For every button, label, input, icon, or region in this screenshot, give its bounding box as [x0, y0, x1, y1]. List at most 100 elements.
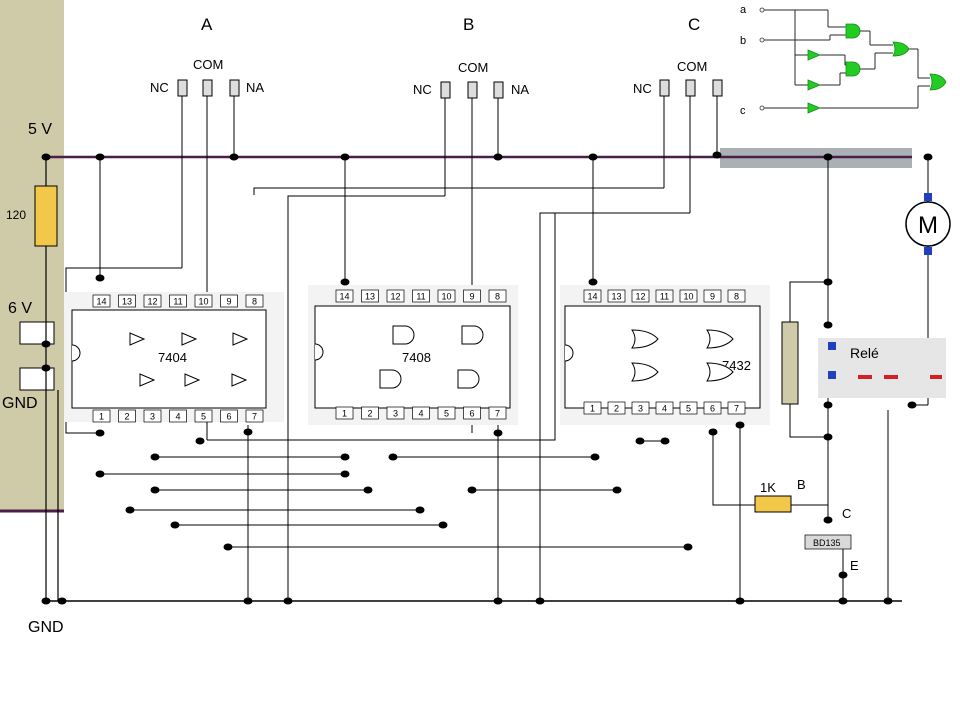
junction-dot [735, 421, 745, 429]
chip-pin-number: 2 [614, 404, 619, 414]
junction-dot [493, 597, 503, 605]
chip-pin [386, 406, 405, 420]
chip-pin [488, 406, 507, 420]
junction-dot [438, 521, 448, 529]
chip-pin [194, 294, 213, 308]
chip-pin-number: 12 [390, 292, 400, 302]
chip-pin-number: 5 [444, 409, 449, 419]
chip-pin-number: 2 [367, 409, 372, 419]
chip-pin [194, 409, 213, 423]
chip-pin [631, 289, 650, 303]
junction-dot [41, 153, 51, 161]
junction-dot [170, 521, 180, 529]
chip-pin-number: 8 [252, 297, 257, 307]
flyback-component [781, 321, 799, 405]
junction-dot [708, 428, 718, 436]
switch-a-na: NA [246, 80, 264, 95]
terminal-gnd [19, 367, 55, 391]
switch-b-nc: NC [413, 82, 432, 97]
rail-gnd-left-label: GND [2, 395, 38, 412]
junction-dot [588, 278, 598, 286]
chip-7404-label: 7404 [158, 350, 187, 365]
switch-b-label: B [463, 15, 474, 34]
resistor-120 [34, 185, 58, 247]
junction-dot [712, 151, 722, 159]
chip-pin-number: 1 [342, 409, 347, 419]
chip-pin-number: 14 [587, 292, 597, 302]
chip-pin [655, 401, 674, 415]
junction-dot [883, 597, 893, 605]
transistor-c-label: C [842, 506, 851, 521]
chip-pin [679, 401, 698, 415]
junction-dot [612, 486, 622, 494]
motor [905, 201, 951, 247]
chip-pin [463, 289, 481, 303]
junction-dot [588, 153, 598, 161]
junction-dot [590, 453, 600, 461]
chip-pin-number: 1 [590, 404, 595, 414]
switch-a-nc: NC [150, 80, 169, 95]
inset-input-a: a [740, 4, 747, 16]
junction-dot [735, 597, 745, 605]
chip-pin-number: 11 [416, 292, 425, 302]
junction-dot [823, 401, 833, 409]
chip-pin [583, 289, 602, 303]
junction-dots [41, 151, 933, 605]
junction-dot [493, 429, 503, 437]
relay-label: Relé [850, 345, 879, 361]
switch-b-na: NA [511, 82, 529, 97]
junction-dot [95, 274, 105, 282]
junction-dot [907, 401, 917, 409]
junction-dot [467, 486, 477, 494]
chip-pin [583, 401, 602, 415]
chip-pin [335, 289, 354, 303]
junction-dot [363, 486, 373, 494]
junction-dot [195, 437, 205, 445]
junction-dot [635, 437, 645, 445]
chip-pin-number: 1 [99, 412, 104, 422]
junction-dot [823, 278, 833, 286]
transistor-e-label: E [850, 558, 859, 573]
chip-pin [703, 289, 722, 303]
junction-dot [493, 153, 503, 161]
terminal-6v [19, 321, 55, 345]
junction-dot [923, 153, 933, 161]
junction-dot [838, 571, 848, 579]
chip-pin-number: 3 [150, 412, 155, 422]
junction-dot [823, 433, 833, 441]
chip-pin-number: 7 [252, 412, 257, 422]
junction-dot [340, 278, 350, 286]
chip-pin [437, 406, 456, 420]
junction-dot [683, 543, 693, 551]
junction-dot [535, 597, 545, 605]
chip-pin [703, 401, 722, 415]
chip-pin [220, 294, 238, 308]
junction-dot [340, 453, 350, 461]
resistor-120-label: 120 [6, 208, 26, 222]
junction-dot [41, 597, 51, 605]
junction-dot [243, 597, 253, 605]
chip-pin [727, 401, 746, 415]
chip-pin-number: 9 [469, 292, 474, 302]
chip-pin-number: 7 [734, 404, 739, 414]
chip-pin-number: 4 [175, 412, 180, 422]
junction-dot [415, 506, 425, 514]
junction-dot [823, 153, 833, 161]
chip-pin-number: 8 [734, 292, 739, 302]
junction-dot [150, 486, 160, 494]
chip-pin [143, 409, 162, 423]
junction-dot [95, 153, 105, 161]
chip-pin-number: 3 [638, 404, 643, 414]
chip-pin [118, 409, 136, 423]
chip-pin-number: 2 [124, 412, 129, 422]
chip-pin [655, 289, 674, 303]
logic-inset: a b c [730, 0, 960, 120]
chip-pin [220, 409, 238, 423]
chip-pin-number: 4 [662, 404, 667, 414]
chip-pin [386, 289, 405, 303]
chip-pin [92, 294, 111, 308]
chip-pin-number: 12 [147, 297, 157, 307]
chip-pin-number: 13 [122, 297, 132, 307]
